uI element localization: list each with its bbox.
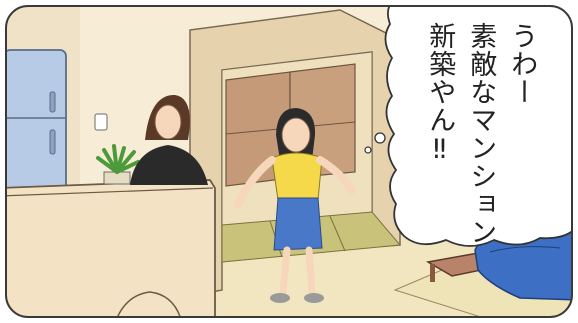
blue-skirt [273,197,323,251]
kitchen-counter [6,179,216,317]
light-switch-icon [94,113,108,131]
woman-in-black [130,94,208,185]
refrigerator-icon [6,49,67,193]
speech-line-2: 素敵なマンション [465,22,497,246]
bubble-tail-dot [364,146,372,154]
panel-frame [5,5,573,318]
bubble-tail-dot [374,132,386,144]
speech-line-1: うわー [506,22,538,106]
yellow-shirt [271,152,323,201]
speech-bubble [384,6,572,247]
girl-standing [234,108,356,303]
speech-line-3: 新築やん‼ [424,22,456,166]
potted-plant-icon [96,144,140,185]
